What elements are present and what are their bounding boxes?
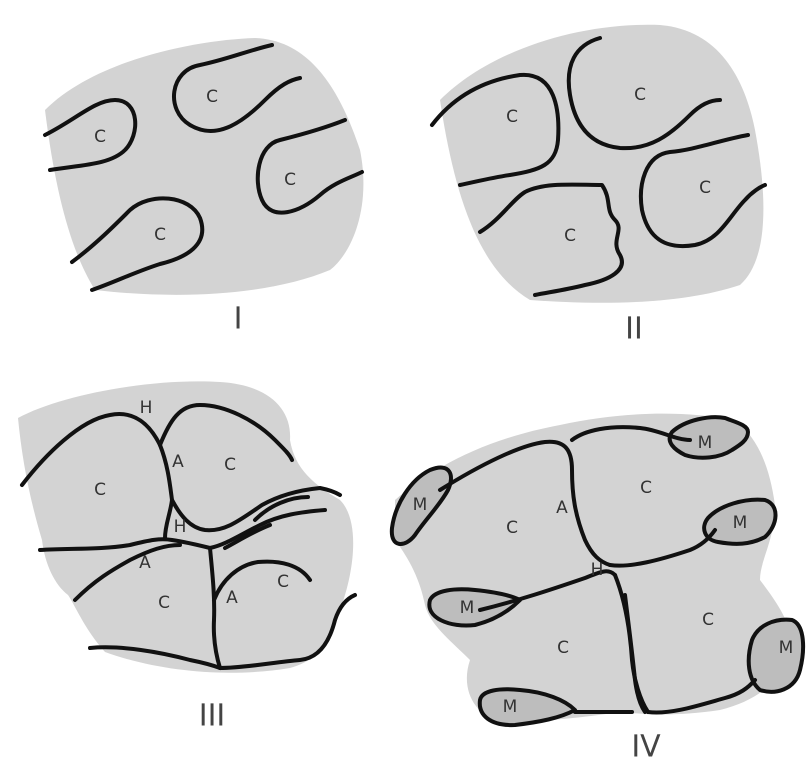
panel-stage-1: C C C C I <box>45 38 363 337</box>
middle-lamella-label: M <box>779 638 794 658</box>
middle-lamella-cell <box>749 620 803 692</box>
hemicellulose-label: H <box>140 398 153 418</box>
cell-angle-label: A <box>139 553 151 573</box>
cell-label: C <box>557 638 569 658</box>
matrix-region <box>440 25 763 303</box>
cell-label: C <box>634 85 646 105</box>
cell-angle-label: A <box>172 452 184 472</box>
cell-label: C <box>699 178 711 198</box>
cell-label: C <box>277 572 289 592</box>
cell-angle-label: A <box>226 588 238 608</box>
cell-label: C <box>702 610 714 630</box>
hemicellulose-label: H <box>591 560 604 580</box>
cell-label: C <box>640 478 652 498</box>
stage-numeral: II <box>625 312 643 347</box>
stage-numeral: IV <box>631 730 661 765</box>
panel-stage-3: H A C C H A A C C III <box>18 381 355 733</box>
matrix-region <box>45 38 363 295</box>
panel-stage-4: M M M M M M A H C C C C IV <box>392 414 803 765</box>
middle-lamella-label: M <box>413 495 428 515</box>
cell-label: C <box>94 480 106 500</box>
cell-label: C <box>206 87 218 107</box>
cell-label: C <box>224 455 236 475</box>
cell-label: C <box>284 170 296 190</box>
middle-lamella-label: M <box>460 598 475 618</box>
cell-label: C <box>506 107 518 127</box>
hemicellulose-label: H <box>174 517 187 537</box>
middle-lamella-label: M <box>733 513 748 533</box>
cell-label: C <box>564 226 576 246</box>
stage-numeral: III <box>199 699 226 734</box>
cell-label: C <box>154 225 166 245</box>
middle-lamella-label: M <box>698 433 713 453</box>
cell-label: C <box>158 593 170 613</box>
middle-lamella-label: M <box>503 697 518 717</box>
stage-numeral: I <box>234 302 243 337</box>
cell-label: C <box>94 127 106 147</box>
panel-stage-2: C C C C II <box>432 25 765 347</box>
cell-angle-label: A <box>556 498 568 518</box>
cell-label: C <box>506 518 518 538</box>
